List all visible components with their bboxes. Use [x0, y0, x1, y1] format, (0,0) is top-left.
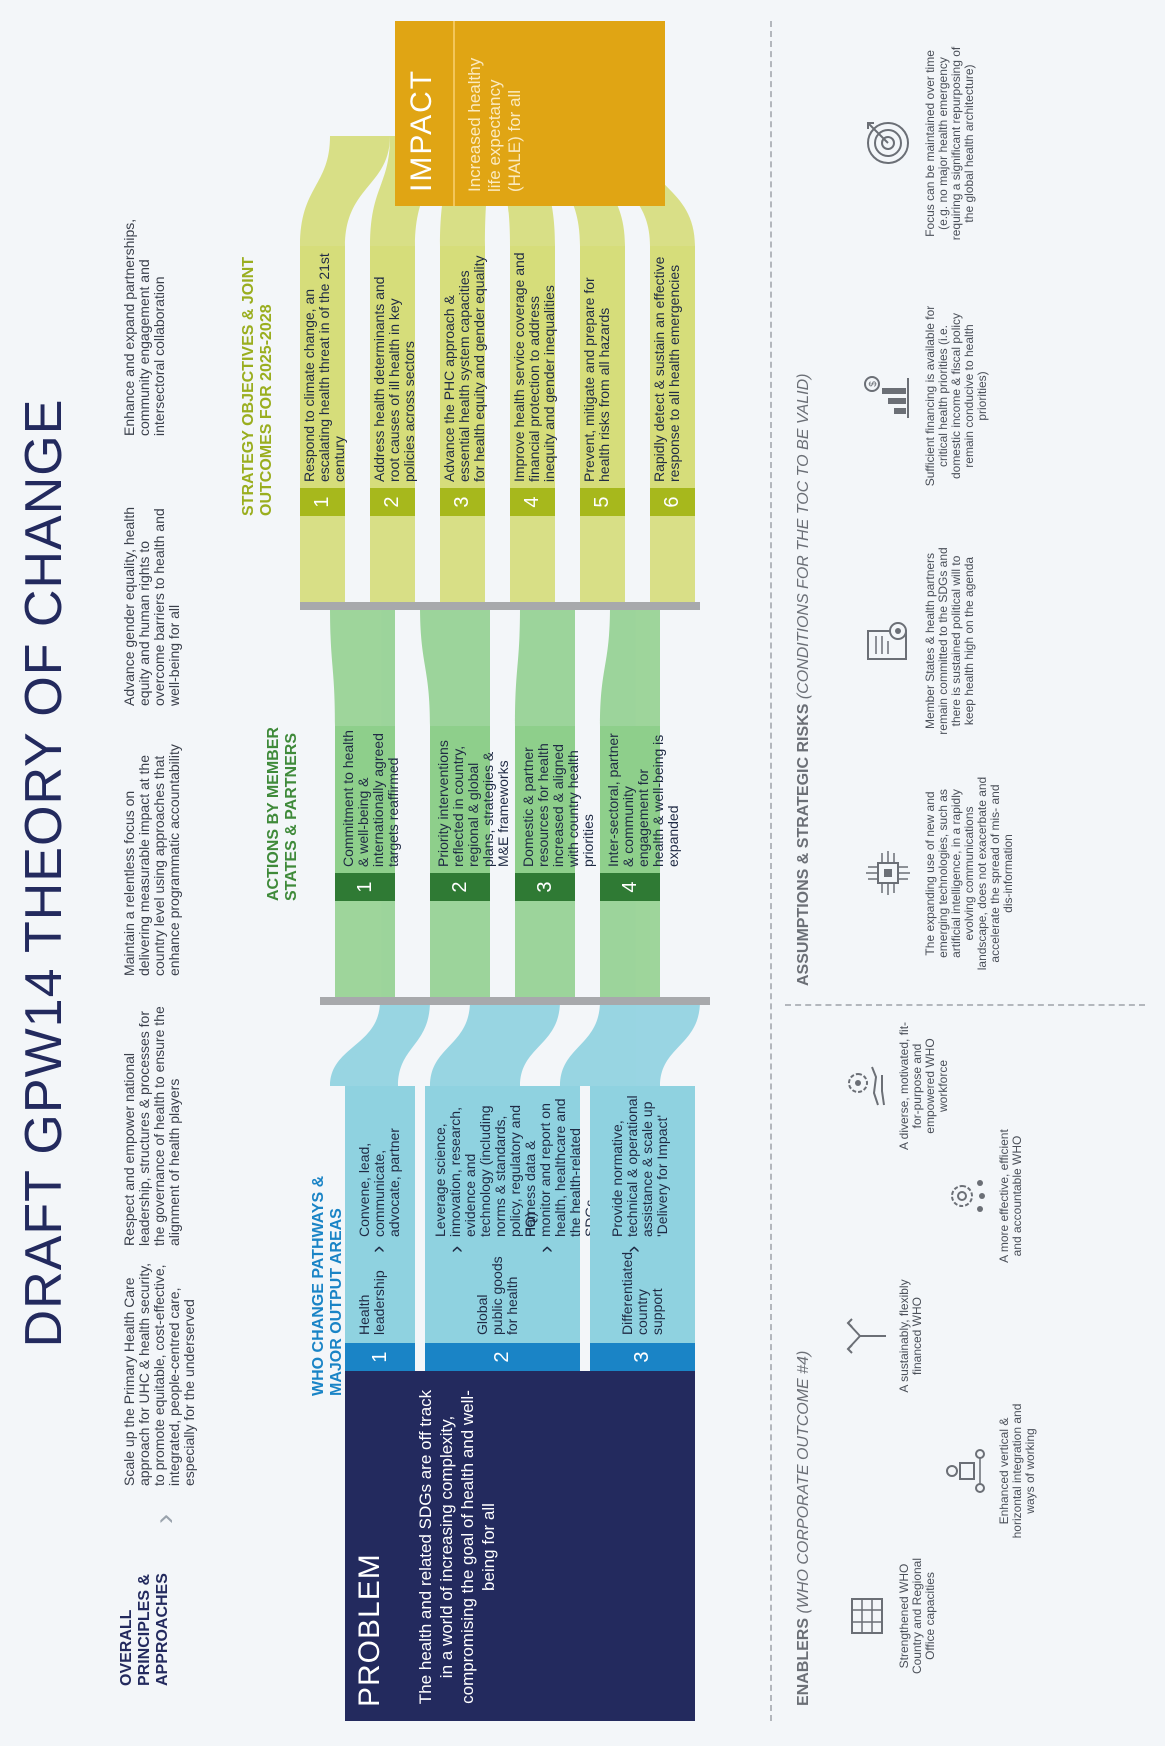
pathway-name-2: Global public goods for health	[474, 1256, 520, 1335]
divider-bar	[300, 602, 700, 610]
document-seal-icon	[867, 622, 907, 660]
assumption-text-3: Sufficient financing is available for cr…	[923, 305, 989, 487]
action-number-3: 3	[515, 873, 575, 901]
objective-text-3: Advance the PHC approach & essential hea…	[441, 255, 487, 483]
action-text-4: Inter-sectoral, partner & community enga…	[605, 733, 681, 867]
pathway-number-2: 2	[425, 1343, 580, 1371]
objective-number-6: 6	[650, 488, 695, 516]
divider-bar	[320, 997, 710, 1005]
assumption-text-4: Focus can be maintained over time (e.g. …	[923, 46, 976, 241]
pathway-name-3: Differentiated country support	[619, 1251, 665, 1335]
assumption-item-3: $ Sufficient financing is available for …	[860, 301, 989, 491]
objective-text-1: Respond to climate change, an escalating…	[301, 253, 347, 482]
target-icon	[867, 122, 909, 165]
action-item-2: 2 Priority interventions reflected in co…	[430, 726, 511, 901]
assumption-text-1: The expanding use of new and emerging te…	[923, 776, 1015, 971]
enablers-subtitle: (WHO CORPORATE OUTCOME #4)	[795, 1350, 812, 1614]
section-divider-vertical	[785, 1004, 1145, 1006]
enabler-text-4: A more effective, efficient and accounta…	[997, 1129, 1024, 1263]
objective-text-5: Prevent, mitigate and prepare for health…	[581, 277, 612, 482]
hand-gear-icon	[848, 1066, 885, 1106]
enabler-text-2: Enhanced vertical & horizontal integrati…	[997, 1403, 1037, 1539]
assumption-item-1: The expanding use of new and emerging te…	[860, 776, 1015, 971]
section-divider	[770, 21, 772, 1721]
enabler-item-4: A more effective, efficient and accounta…	[940, 1126, 1024, 1266]
assumptions-heading: ASSUMPTIONS & STRATEGIC RISKS (CONDITION…	[795, 26, 813, 986]
objective-item-1: 1 Respond to climate change, an escalati…	[300, 246, 347, 516]
problem-text: The health and related SDGs are off trac…	[416, 1389, 498, 1705]
building-icon	[851, 1598, 883, 1634]
action-text-2: Priority interventions reflected in coun…	[435, 740, 511, 867]
problem-heading: PROBLEM	[353, 1553, 386, 1707]
network-person-icon	[946, 1449, 985, 1493]
chevron-right-icon: ›	[443, 1245, 468, 1253]
action-number-2: 2	[430, 873, 490, 901]
pathway-output-1-1: Convene, lead, communicate, advocate, pa…	[356, 1128, 402, 1237]
action-item-3: 3 Domestic & partner resources for healt…	[515, 726, 596, 901]
split-arrows-icon	[846, 1318, 886, 1354]
objectives-heading: STRATEGY OBJECTIVES & JOINT OUTCOMES FOR…	[240, 256, 275, 516]
money-chart-icon: $	[864, 376, 909, 418]
impact-divider	[453, 21, 455, 206]
objective-number-3: 3	[440, 488, 485, 516]
objective-number-2: 2	[370, 488, 415, 516]
action-text-3: Domestic & partner resources for health …	[520, 743, 596, 867]
enabler-text-3: A sustainably, flexibly financed WHO	[897, 1279, 924, 1393]
actions-heading: ACTIONS BY MEMBER STATES & PARTNERS	[265, 727, 300, 901]
objective-item-6: 6 Rapidly detect & sustain an effective …	[650, 246, 695, 516]
objective-number-1: 1	[300, 488, 345, 516]
enabler-item-1: Strengthened WHO Country and Regional Of…	[840, 1546, 937, 1686]
enabler-item-5: A diverse, motivated, fit-for-purpose an…	[840, 1016, 950, 1156]
pathway-number-1: 1	[345, 1343, 415, 1371]
pathway-band-2: 2 Global public goods for health › Lever…	[425, 1086, 598, 1371]
objective-item-5: 5 Prevent, mitigate and prepare for heal…	[580, 246, 625, 516]
pathway-name-1: Health leadership	[356, 1270, 387, 1335]
objective-text-4: Improve health service coverage and fina…	[511, 252, 557, 482]
pathway-output-3-1: Provide normative, technical & operation…	[609, 1095, 670, 1237]
chip-icon	[866, 851, 910, 896]
action-item-1: 1 Commitment to health & well-being & in…	[335, 726, 401, 901]
enablers-title: ENABLERS	[795, 1617, 812, 1706]
assumption-text-2: Member States & health partners remain c…	[923, 547, 976, 735]
enabler-item-2: Enhanced vertical & horizontal integrati…	[940, 1396, 1037, 1546]
enabler-item-3: A sustainably, flexibly financed WHO	[840, 1266, 924, 1406]
impact-text: Increased healthy life expectancy (HALE)…	[465, 57, 524, 192]
chevron-right-icon: ›	[620, 1245, 645, 1253]
assumption-item-2: Member States & health partners remain c…	[860, 546, 976, 736]
chevron-right-icon: ›	[365, 1245, 390, 1253]
assumptions-subtitle: (CONDITIONS FOR THE TOC TO BE VALID)	[795, 373, 812, 700]
team-gear-icon	[951, 1180, 985, 1212]
pathways-heading: WHO CHANGE PATHWAYS & MAJOR OUTPUT AREAS	[310, 1175, 345, 1396]
objective-item-3: 3 Advance the PHC approach & essential h…	[440, 246, 487, 516]
chevron-right-icon: ›	[533, 1245, 558, 1253]
enabler-text-1: Strengthened WHO Country and Regional Of…	[897, 1557, 937, 1675]
assumptions-title: ASSUMPTIONS & STRATEGIC RISKS	[795, 703, 812, 986]
enabler-text-5: A diverse, motivated, fit-for-purpose an…	[897, 1021, 950, 1151]
objective-item-2: 2 Address health determinants and root c…	[370, 246, 417, 516]
objective-text-2: Address health determinants and root cau…	[371, 276, 417, 482]
pathway-band-3: 3 Differentiated country support › Provi…	[590, 1086, 695, 1371]
assumption-item-4: Focus can be maintained over time (e.g. …	[860, 41, 976, 246]
pathway-band-1: 1 Health leadership › Convene, lead, com…	[345, 1086, 415, 1371]
problem-panel: PROBLEM The health and related SDGs are …	[345, 1371, 695, 1721]
action-number-4: 4	[600, 873, 660, 901]
action-item-4: 4 Inter-sectoral, partner & community en…	[600, 726, 681, 901]
objective-number-4: 4	[510, 488, 555, 516]
pathway-output-2-2: Harness data & monitor and report on hea…	[522, 1098, 598, 1237]
impact-panel: IMPACT Increased healthy life expectancy…	[395, 21, 665, 206]
objective-item-4: 4 Improve health service coverage and fi…	[510, 246, 557, 516]
pathway-number-3: 3	[590, 1343, 695, 1371]
enablers-heading: ENABLERS (WHO CORPORATE OUTCOME #4)	[795, 1026, 813, 1706]
objective-text-6: Rapidly detect & sustain an effective re…	[651, 256, 682, 482]
impact-heading: IMPACT	[405, 68, 438, 192]
svg-text:$: $	[868, 381, 879, 387]
action-number-1: 1	[335, 873, 395, 901]
action-text-1: Commitment to health & well-being & inte…	[340, 730, 401, 867]
objective-number-5: 5	[580, 488, 625, 516]
